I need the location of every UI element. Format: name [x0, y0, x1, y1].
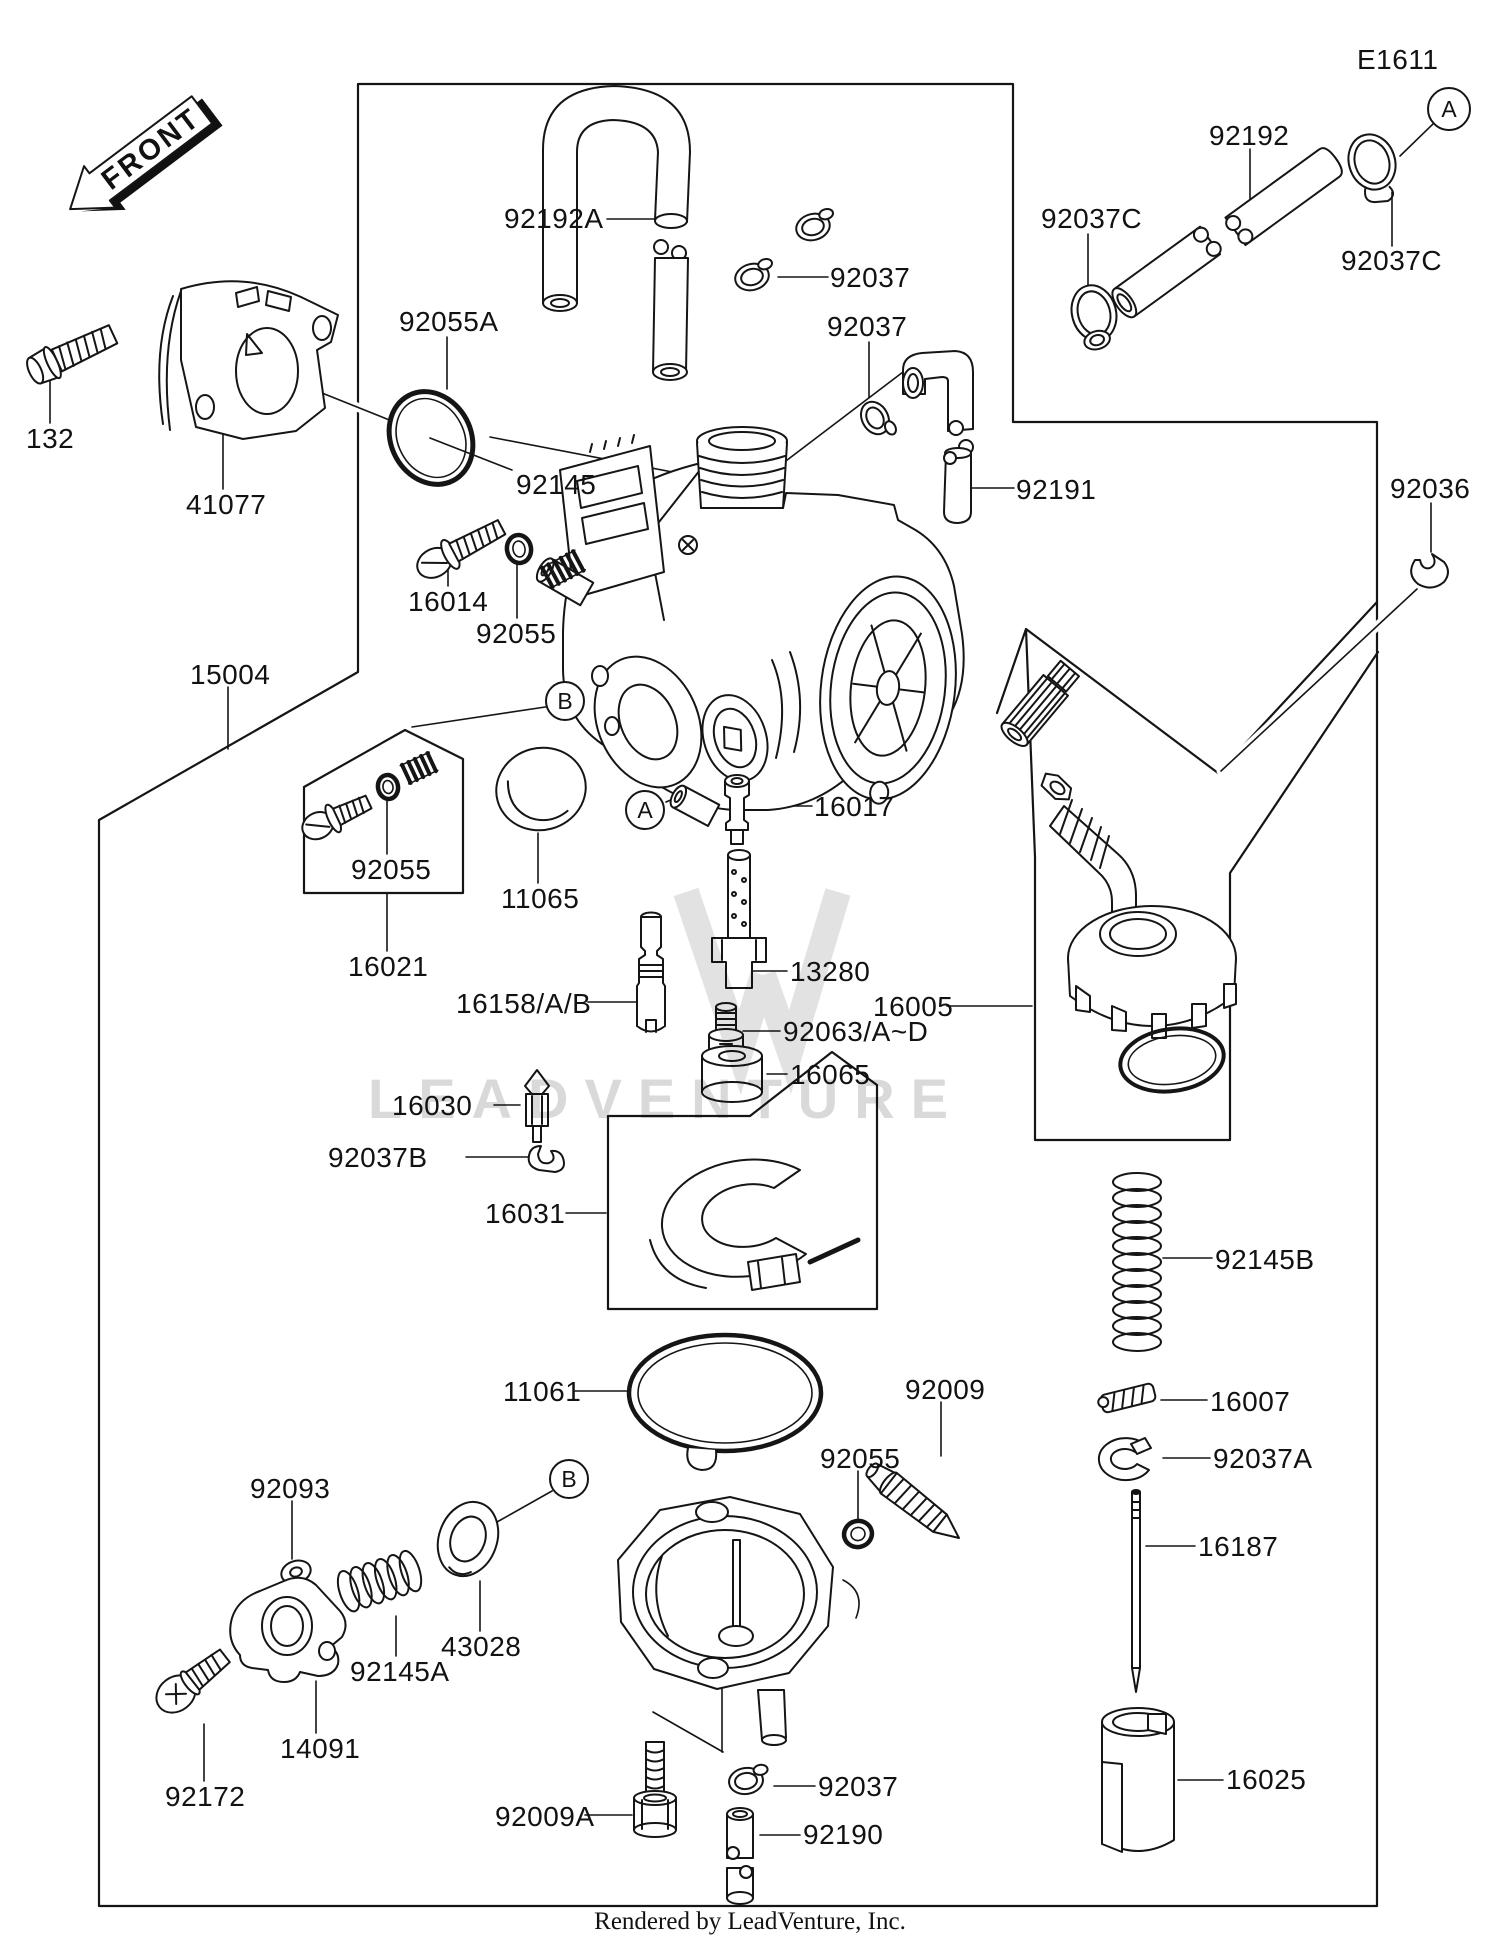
part-16021-screw: [301, 794, 373, 841]
label-92055-1: 92055: [476, 618, 557, 649]
label-43028: 43028: [441, 1631, 522, 1662]
label-92055-3: 92055: [820, 1443, 901, 1474]
label-15004: 15004: [190, 659, 271, 690]
label-16025: 16025: [1226, 1764, 1307, 1795]
part-92192A-hose: [542, 85, 691, 381]
part-16017: [724, 774, 750, 845]
part-41077-holder: [158, 280, 339, 440]
label-16158: 16158/A/B: [456, 988, 592, 1019]
part-132-bolt: [26, 324, 119, 385]
label-13280: 13280: [790, 956, 871, 987]
part-92191-hose: [902, 350, 974, 524]
part-92145B-spring: [1112, 1172, 1162, 1352]
label-16065: 16065: [790, 1059, 871, 1090]
clamp-92037-c: [860, 400, 897, 436]
clamp-92037-bottom: [728, 1763, 769, 1796]
label-92009A: 92009A: [495, 1801, 595, 1832]
label-92037C-2: 92037C: [1341, 245, 1443, 276]
part-16030: [524, 1069, 550, 1143]
part-float-bowl: [617, 1496, 860, 1746]
label-92037-1: 92037: [830, 262, 911, 293]
part-92037A-clip: [1097, 1437, 1152, 1482]
label-92192: 92192: [1209, 120, 1290, 151]
label-16030: 16030: [392, 1090, 473, 1121]
marker-B-low: B: [561, 1466, 576, 1492]
label-16031: 16031: [485, 1198, 566, 1229]
label-92055A: 92055A: [399, 306, 499, 337]
part-43028-plate: [436, 1500, 500, 1578]
clamp-92037-a: [795, 208, 835, 242]
label-92037A: 92037A: [1213, 1443, 1313, 1474]
label-92172: 92172: [165, 1781, 246, 1812]
label-92037B: 92037B: [328, 1142, 428, 1173]
label-92145B: 92145B: [1215, 1244, 1315, 1275]
label-16007: 16007: [1210, 1386, 1291, 1417]
part-92055A-oring: [386, 389, 476, 487]
part-16158: [636, 911, 666, 1033]
part-16014-screw: [416, 519, 507, 579]
label-figure-code: E1611: [1357, 44, 1439, 75]
part-16007-clip: [1097, 1382, 1157, 1414]
part-92055-oring-bowl: [841, 1518, 875, 1550]
part-16031-float: [649, 1158, 861, 1291]
label-92093: 92093: [250, 1473, 331, 1504]
part-92172-screw: [155, 1648, 231, 1714]
footer-credit: Rendered by LeadVenture, Inc.: [594, 1908, 906, 1935]
part-16187-needle: [1131, 1489, 1141, 1693]
part-92009-screw: [865, 1462, 960, 1540]
label-92192A: 92192A: [504, 203, 604, 234]
label-92036: 92036: [1390, 473, 1471, 504]
clamp-92037C-right: [1347, 133, 1397, 204]
part-16065: [701, 1045, 763, 1103]
label-92037-3: 92037: [818, 1771, 899, 1802]
label-16005: 16005: [873, 991, 954, 1022]
marker-A-top: A: [1441, 96, 1457, 122]
part-92055-oring-box: [375, 772, 401, 802]
part-92190-tube: [726, 1807, 754, 1905]
label-14091: 14091: [280, 1733, 361, 1764]
label-92190: 92190: [803, 1819, 884, 1850]
marker-A-mid: A: [637, 797, 653, 823]
label-16017: 16017: [814, 791, 895, 822]
label-92145A: 92145A: [350, 1656, 450, 1687]
carburetor-body: [535, 426, 965, 827]
label-92055-2: 92055: [351, 854, 432, 885]
clamp-92037-b: [734, 258, 774, 292]
part-spring-box: [399, 751, 439, 785]
part-92192-tube: [1111, 147, 1343, 319]
part-92145-spring: [539, 549, 586, 590]
assembly-boxes: [97, 82, 1380, 1908]
ref-markers: A A B B: [545, 87, 1471, 1499]
label-92009: 92009: [905, 1374, 986, 1405]
part-11061-diaphragm: [626, 1332, 824, 1471]
label-16014: 16014: [408, 586, 489, 617]
part-92055-oring-mid: [504, 532, 534, 566]
label-11061: 11061: [503, 1376, 582, 1407]
label-92037C-1: 92037C: [1041, 203, 1143, 234]
label-11065: 11065: [501, 883, 580, 914]
label-41077: 41077: [186, 489, 267, 520]
clamp-92037C-left: [1070, 284, 1118, 351]
part-92037B-clip: [527, 1145, 565, 1173]
label-92063: 92063/A~D: [783, 1016, 929, 1047]
part-13280: [711, 849, 767, 989]
front-arrow-icon: FRONT: [69, 95, 223, 212]
part-14091-bracket: [229, 1576, 347, 1683]
label-132: 132: [26, 423, 75, 454]
label-92037-2: 92037: [827, 311, 908, 342]
part-11065-cap: [495, 746, 587, 832]
part-92036-clip: [1410, 553, 1449, 589]
label-92191: 92191: [1016, 474, 1097, 505]
marker-B-mid: B: [557, 688, 572, 714]
label-16187: 16187: [1198, 1531, 1279, 1562]
part-16005-assembly: [1000, 659, 1237, 1094]
part-16025-valve: [1101, 1707, 1175, 1853]
part-92145A-spring: [336, 1549, 423, 1613]
label-92145: 92145: [516, 469, 597, 500]
part-92009A-bolt: [633, 1741, 677, 1838]
label-16021: 16021: [348, 951, 429, 982]
